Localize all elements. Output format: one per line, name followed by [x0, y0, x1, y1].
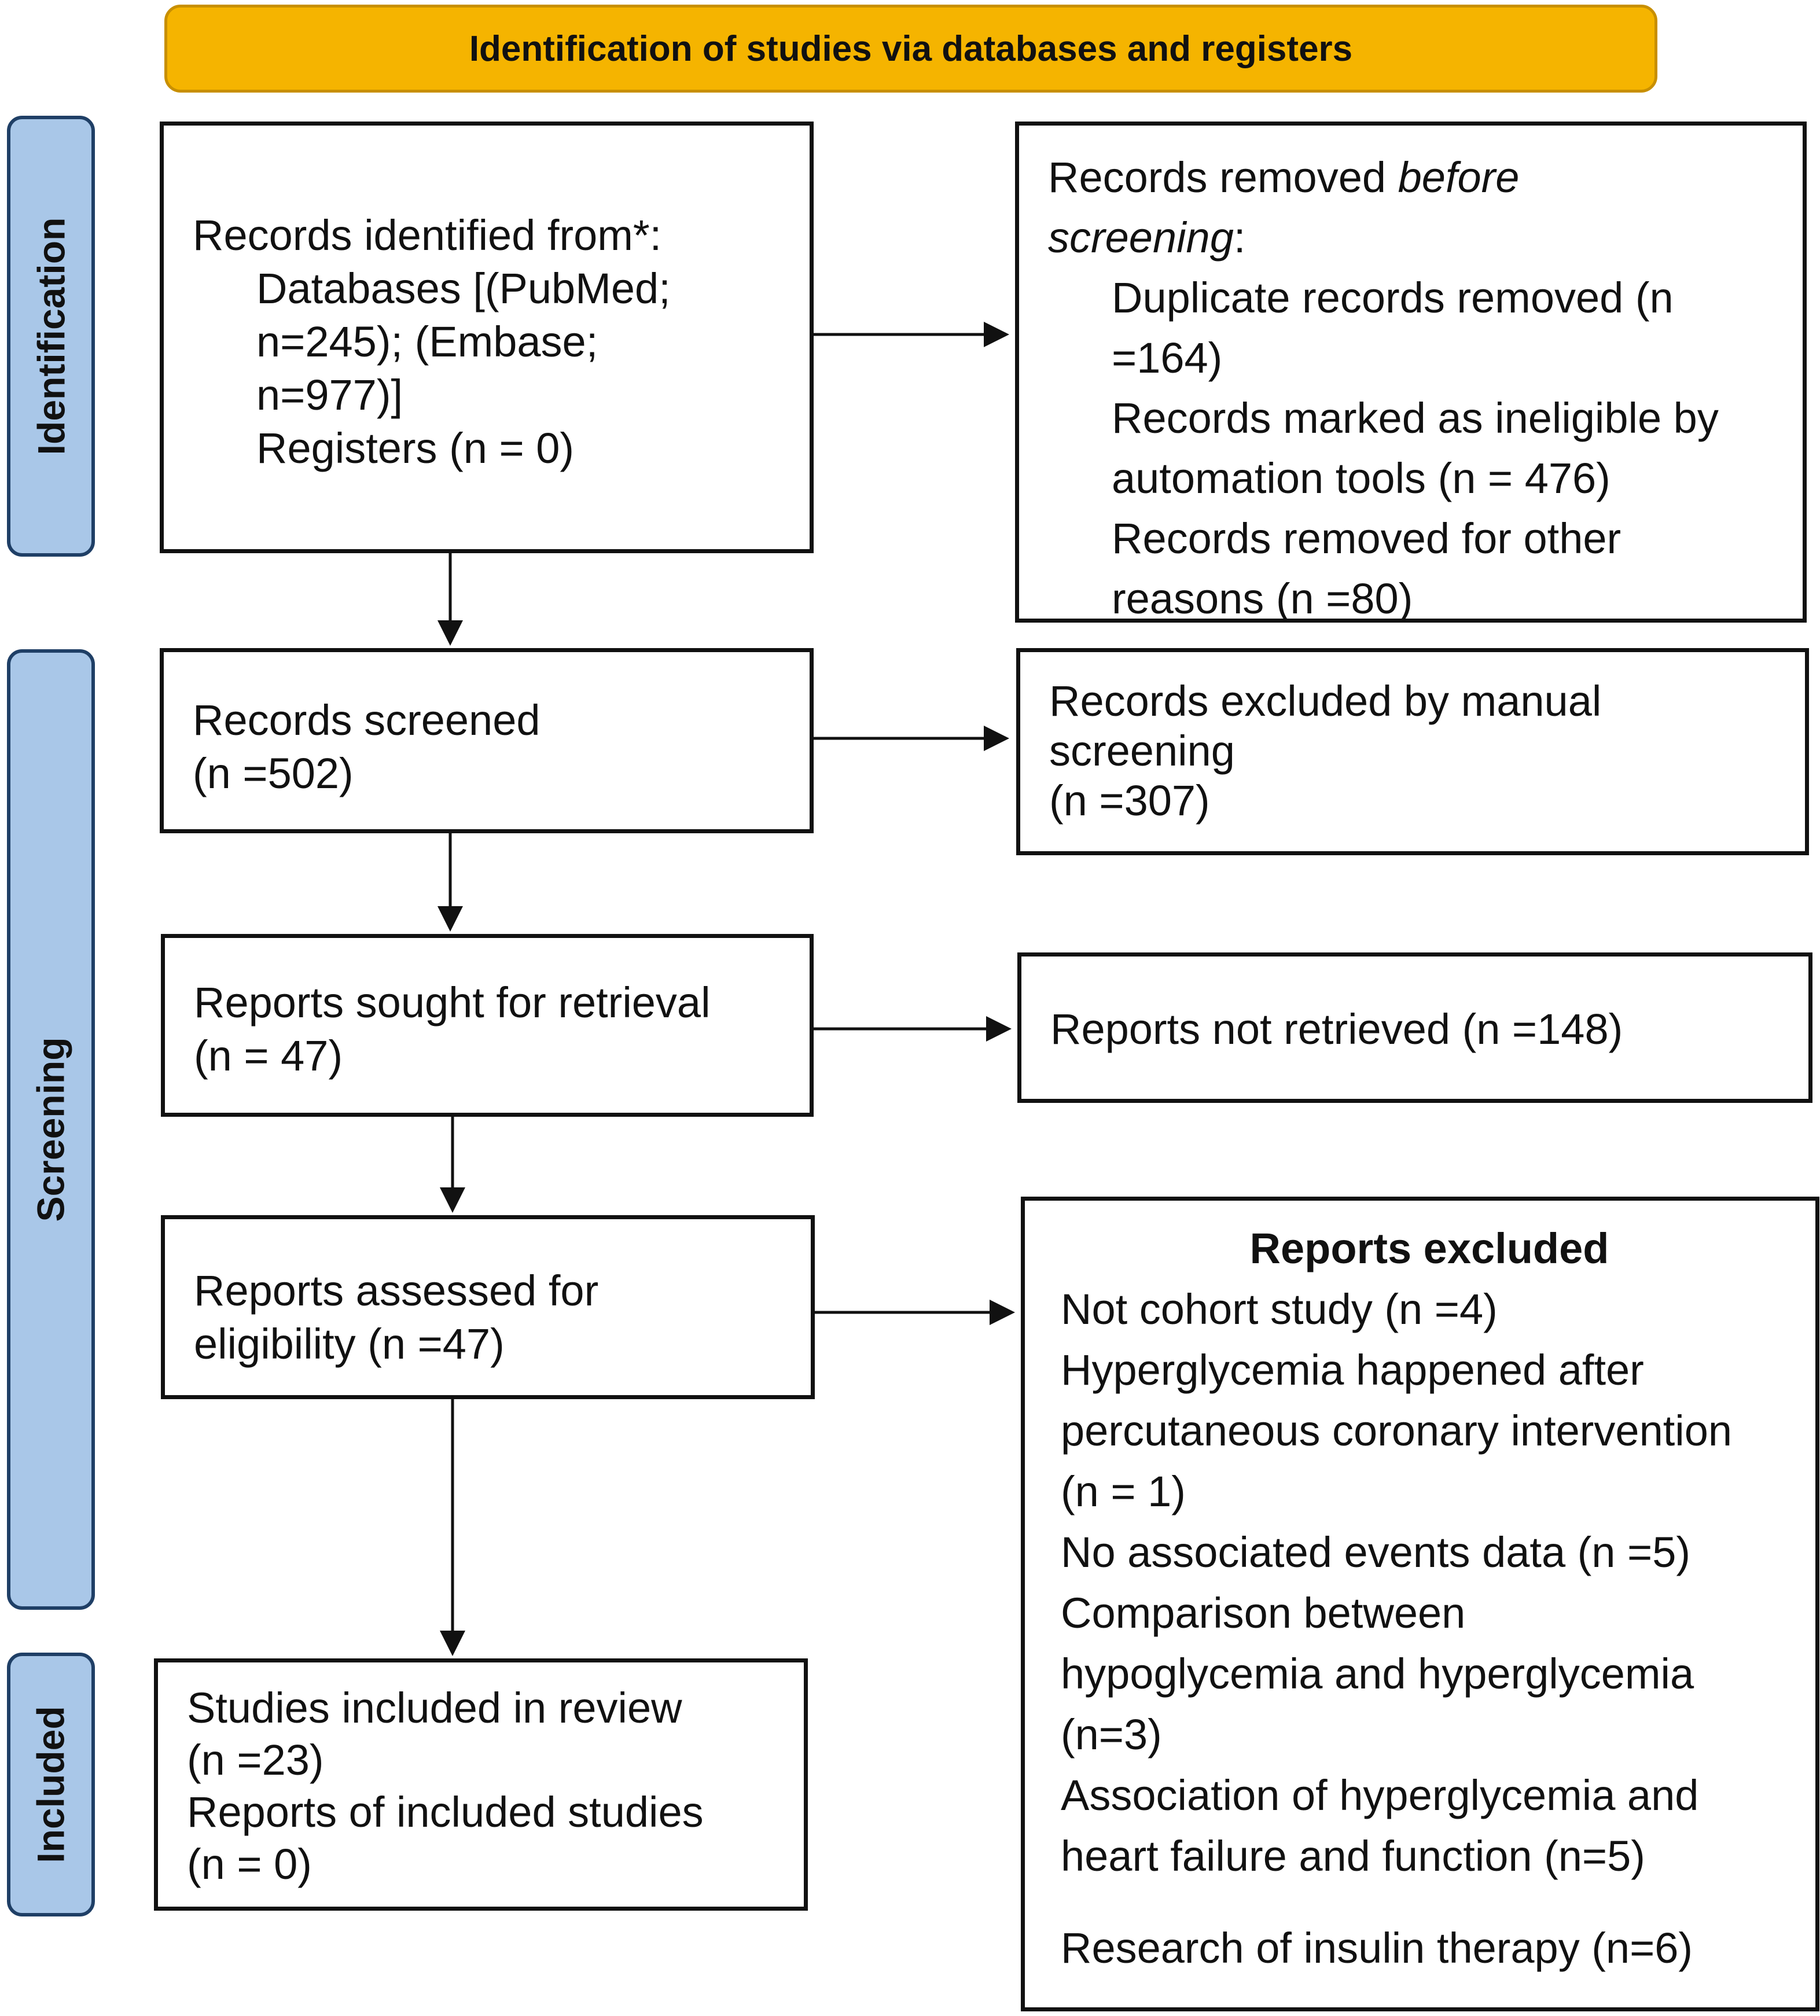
records-excluded-line-2: screening	[1049, 727, 1235, 775]
reports-not-retrieved-line: Reports not retrieved (n =148)	[1050, 1005, 1623, 1053]
studies-included-line-1: Studies included in review	[187, 1684, 682, 1732]
reports-assessed-box: Reports assessed for eligibility (n =47)	[161, 1215, 815, 1399]
reason-after-pci-1: Hyperglycemia happened after	[1061, 1346, 1644, 1394]
studies-included-line-4: (n = 0)	[187, 1840, 312, 1888]
studies-included-line-2: (n =23)	[187, 1736, 324, 1784]
stage-identification: Identification	[7, 116, 95, 557]
duplicates-line-2: =164)	[1112, 334, 1223, 382]
records-removed-italic-1: before	[1398, 153, 1520, 201]
other-line-1: Records removed for other	[1112, 514, 1622, 562]
records-screened-line-1: Records screened	[193, 696, 541, 744]
records-removed-suffix: :	[1233, 214, 1246, 262]
reports-sought-line-1: Reports sought for retrieval	[194, 978, 711, 1027]
records-excluded-line-1: Records excluded by manual	[1049, 677, 1602, 725]
reason-after-pci-2: percutaneous coronary intervention	[1061, 1407, 1733, 1455]
databases-line-2: n=245); (Embase;	[256, 318, 598, 366]
records-removed-italic-2: screening	[1048, 214, 1234, 262]
arrowhead-assessed-to-excluded	[990, 1300, 1015, 1325]
arrowhead-assessed-to-included	[440, 1631, 465, 1656]
reason-comparison-3: (n=3)	[1061, 1710, 1162, 1759]
registers-line: Registers (n = 0)	[256, 424, 575, 472]
arrowhead-sought-to-assessed	[440, 1187, 465, 1213]
reports-assessed-line-1: Reports assessed for	[194, 1267, 599, 1315]
other-line-2: reasons (n =80)	[1112, 575, 1413, 623]
stage-screening: Screening	[7, 649, 95, 1610]
databases-line-1: Databases [(PubMed;	[256, 264, 671, 312]
records-removed-prefix: Records removed	[1048, 153, 1398, 201]
stage-included: Included	[7, 1653, 95, 1916]
arrowhead-sought-to-not-retrieved	[986, 1016, 1012, 1042]
reports-excluded-box: Reports excluded Not cohort study (n =4)…	[1021, 1197, 1819, 2011]
records-identified-box: Records identified from*: Databases [(Pu…	[160, 122, 814, 553]
arrowhead-identified-to-screened	[437, 620, 463, 646]
duplicates-line-1: Duplicate records removed (n	[1112, 274, 1674, 322]
arrowhead-screened-to-sought	[437, 906, 463, 932]
reports-excluded-heading: Reports excluded	[1249, 1224, 1609, 1272]
reason-comparison-1: Comparison between	[1061, 1589, 1466, 1637]
banner-title: Identification of studies via databases …	[469, 28, 1353, 69]
records-screened-line-2: (n =502)	[193, 749, 354, 797]
records-screened-box: Records screened (n =502)	[160, 648, 814, 833]
reason-insulin: Research of insulin therapy (n=6)	[1061, 1924, 1693, 1972]
records-excluded-line-3: (n =307)	[1049, 777, 1210, 825]
reason-not-cohort: Not cohort study (n =4)	[1061, 1285, 1498, 1333]
records-removed-box: Records removed before screening: Duplic…	[1015, 122, 1807, 623]
records-removed-heading-1: Records removed before	[1048, 148, 1774, 208]
records-excluded-box: Records excluded by manual screening (n …	[1016, 648, 1809, 855]
reports-not-retrieved-box: Reports not retrieved (n =148)	[1017, 952, 1812, 1103]
reports-assessed-line-2: eligibility (n =47)	[194, 1320, 505, 1368]
reports-sought-box: Reports sought for retrieval (n = 47)	[161, 934, 814, 1117]
arrowhead-screened-to-excluded	[984, 726, 1009, 751]
records-identified-heading: Records identified from*:	[193, 211, 662, 259]
reason-heart-failure-2: heart failure and function (n=5)	[1061, 1832, 1645, 1880]
identification-banner: Identification of studies via databases …	[164, 5, 1657, 93]
reason-heart-failure-1: Association of hyperglycemia and	[1061, 1771, 1699, 1819]
databases-line-3: n=977)]	[256, 371, 403, 419]
reason-comparison-2: hypoglycemia and hyperglycemia	[1061, 1650, 1694, 1698]
reason-no-events: No associated events data (n =5)	[1061, 1528, 1691, 1576]
arrowhead-identified-to-removed	[984, 322, 1009, 347]
reports-sought-line-2: (n = 47)	[194, 1032, 343, 1080]
ineligible-line-2: automation tools (n = 476)	[1112, 454, 1611, 502]
studies-included-box: Studies included in review (n =23) Repor…	[154, 1658, 808, 1911]
records-removed-heading-2: screening:	[1048, 208, 1774, 268]
ineligible-line-1: Records marked as ineligible by	[1112, 394, 1719, 442]
reason-after-pci-3: (n = 1)	[1061, 1467, 1186, 1515]
studies-included-line-3: Reports of included studies	[187, 1788, 704, 1836]
